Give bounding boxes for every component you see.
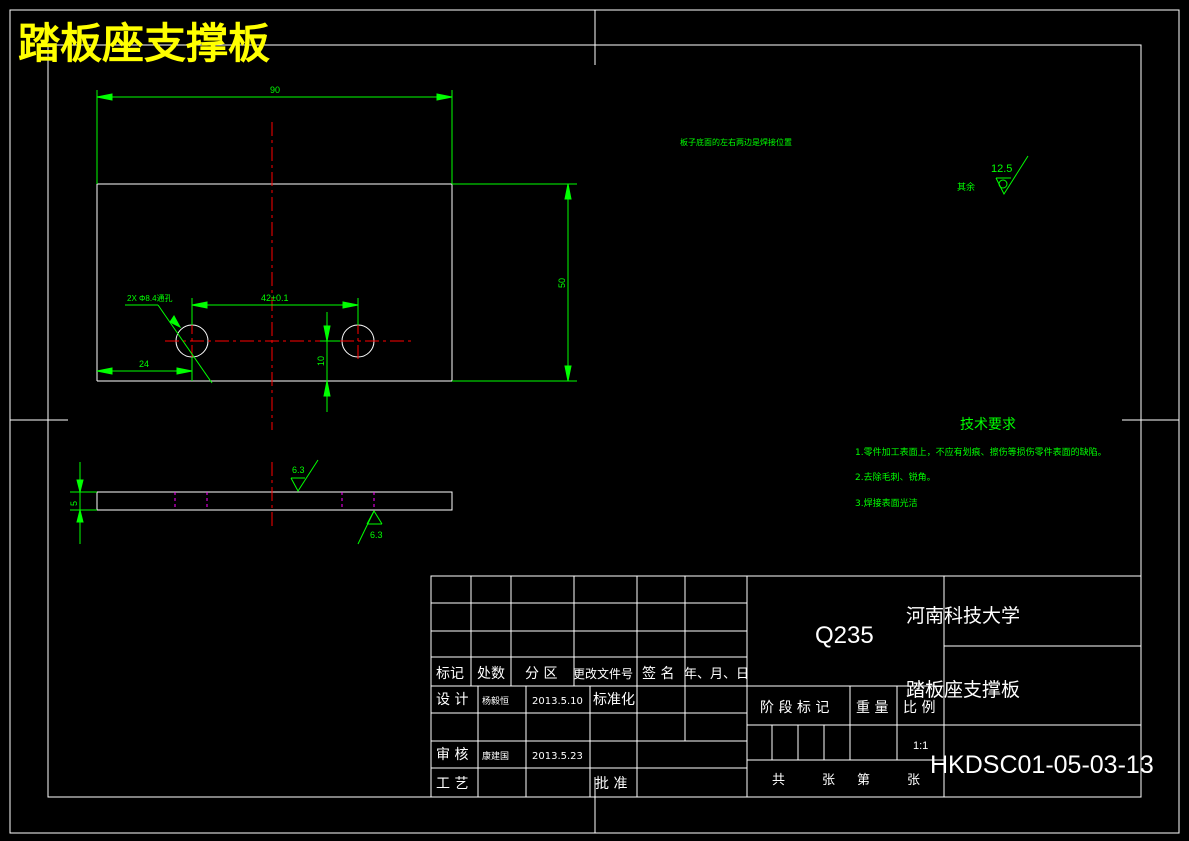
part-name: 踏板座支撑板 xyxy=(906,679,1020,701)
roughness-rest-label: 其余 xyxy=(957,181,975,193)
dim-spacing-arrow-left xyxy=(191,301,208,309)
review-date: 2013.5.23 xyxy=(532,751,583,762)
dim-offset-arrow-left xyxy=(96,367,113,375)
tech-requirements: 技术要求 1.零件加工表面上，不应有划痕、擦伤等损伤零件表面的缺陷。 2.去除毛… xyxy=(855,417,1107,509)
hdr-date: 年、月、日 xyxy=(684,667,749,682)
hdr-sign: 签 名 xyxy=(642,665,674,682)
dim-thickness-arrow-bottom xyxy=(76,509,84,523)
hole-leader-arrow xyxy=(169,315,182,329)
scale-value: 1:1 xyxy=(913,740,928,752)
dim-thickness-text: 5 xyxy=(69,501,79,506)
weight-label: 重 量 xyxy=(856,700,888,716)
sheet-no: 第 xyxy=(857,773,870,788)
notes: 板子底面的左右两边是焊接位置 12.5 其余 xyxy=(680,137,1029,196)
dim-offset-arrow-right xyxy=(176,367,193,375)
design-name: 杨毅恒 xyxy=(482,695,509,707)
dim-height-text: 50 xyxy=(557,278,567,288)
tech-item-3: 3.焊接表面光洁 xyxy=(855,497,918,509)
weld-note: 板子底面的左右两边是焊接位置 xyxy=(680,137,792,147)
roughness-bottom-text: 6.3 xyxy=(370,530,383,540)
roughness-top-text: 6.3 xyxy=(292,465,305,475)
dim-hole-height-arrow-top xyxy=(323,325,331,342)
side-view: 5 6.3 6.3 xyxy=(69,459,453,545)
dim-height-arrow-bottom xyxy=(564,365,572,382)
design-date: 2013.5.10 xyxy=(532,696,583,707)
roughness-rest-value: 12.5 xyxy=(991,163,1012,175)
dim-hole-height-text: 10 xyxy=(316,356,326,366)
dim-spacing-arrow-right xyxy=(342,301,359,309)
drawing-number: HKDSC01-05-03-13 xyxy=(930,751,1154,779)
drawing-title: 踏板座支撑板 xyxy=(18,19,270,68)
school-name: 河南科技大学 xyxy=(906,605,1020,627)
approve-label: 批 准 xyxy=(595,776,627,792)
stage-label: 阶 段 标 记 xyxy=(760,700,829,716)
dim-hole-label: 2X Φ8.4通孔 xyxy=(127,293,173,303)
hdr-doc: 更改文件号 xyxy=(573,666,633,681)
ratio-label: 比 例 xyxy=(903,700,935,716)
review-name: 康建国 xyxy=(482,750,509,762)
design-label: 设 计 xyxy=(436,692,468,708)
tech-heading: 技术要求 xyxy=(960,417,1016,433)
tech-item-2: 2.去除毛刺、锐角。 xyxy=(855,471,936,483)
dim-width-text: 90 xyxy=(270,85,280,95)
hdr-zone: 分 区 xyxy=(525,666,557,682)
dim-width-arrow-left xyxy=(96,93,113,101)
review-label: 审 核 xyxy=(436,747,468,763)
front-view: 90 50 42±0.1 2X Φ8.4通孔 24 10 xyxy=(96,85,577,430)
dim-offset-text: 24 xyxy=(139,359,149,369)
dim-thickness-arrow-top xyxy=(76,479,84,493)
standard-label: 标准化 xyxy=(593,692,635,708)
sheet-total: 共 xyxy=(772,773,785,788)
process-label: 工 艺 xyxy=(436,776,468,792)
side-plate-outline xyxy=(96,491,453,511)
sheet-unit2: 张 xyxy=(907,773,920,788)
hdr-count: 处数 xyxy=(477,666,505,682)
roughness-rest-circle xyxy=(998,179,1008,189)
dim-spacing-text: 42±0.1 xyxy=(261,293,288,303)
dim-hole-height-arrow-bottom xyxy=(323,380,331,397)
roughness-top-symbol xyxy=(290,459,319,492)
roughness-bottom-leader xyxy=(357,510,375,545)
roughness-rest-symbol xyxy=(995,155,1029,196)
roughness-bottom-symbol xyxy=(366,509,383,525)
hdr-mark: 标记 xyxy=(436,666,464,682)
material-text: Q235 xyxy=(815,622,874,649)
sheet-unit1: 张 xyxy=(822,773,835,788)
title-block: 标记 处数 分 区 更改文件号 签 名 年、月、日 设 计 杨毅恒 2013.5… xyxy=(430,575,1154,798)
dim-height-arrow-top xyxy=(564,183,572,200)
tech-item-1: 1.零件加工表面上，不应有划痕、擦伤等损伤零件表面的缺陷。 xyxy=(855,446,1107,458)
dim-width-arrow-right xyxy=(436,93,453,101)
hole-leader-line xyxy=(157,304,213,384)
